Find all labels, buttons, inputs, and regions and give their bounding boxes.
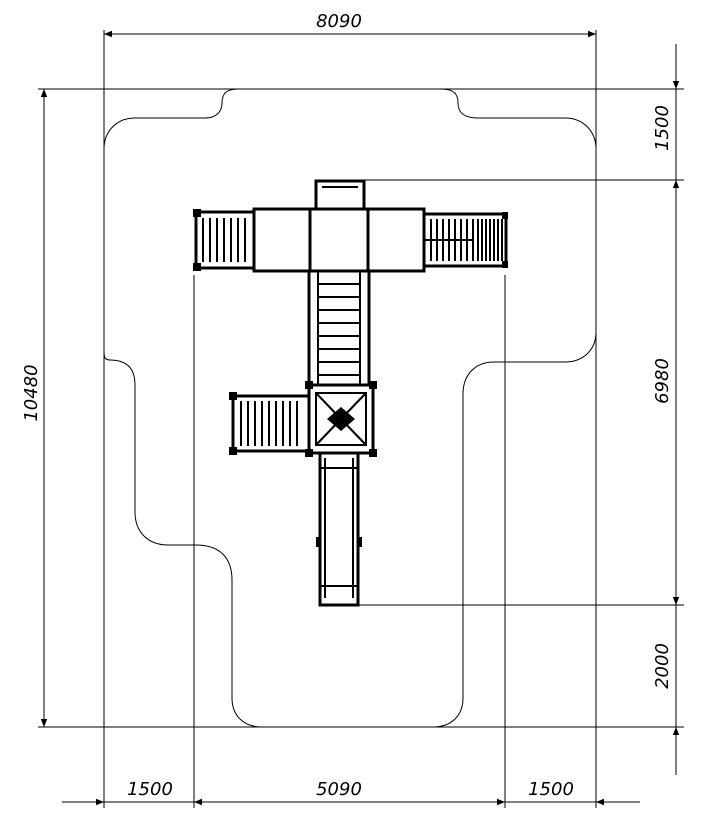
left-ladder bbox=[193, 209, 256, 271]
dim-label-left-margin: 1500 bbox=[127, 779, 173, 800]
safety-zone-outline bbox=[103, 88, 597, 728]
dim-label-top-margin: 1500 bbox=[652, 105, 673, 151]
dim-label-bottom-margin: 2000 bbox=[652, 643, 673, 689]
dim-label-overall-width: 8090 bbox=[316, 11, 362, 32]
dimension-overall-width: 8090 bbox=[104, 11, 596, 38]
lower-tower bbox=[305, 381, 377, 457]
dimension-overall-height: 10480 bbox=[21, 89, 48, 727]
slide bbox=[316, 451, 362, 607]
top-module bbox=[314, 179, 366, 211]
main-platform bbox=[252, 207, 426, 273]
dim-label-structure-width: 5090 bbox=[316, 779, 362, 800]
dim-label-right-margin: 1500 bbox=[528, 779, 574, 800]
central-bridge bbox=[307, 269, 371, 387]
dim-label-structure-length: 6980 bbox=[652, 358, 673, 404]
dimension-bottom-chain: 1500 5090 1500 bbox=[62, 779, 640, 806]
dim-label-overall-height: 10480 bbox=[21, 364, 42, 421]
lower-left-ladder bbox=[229, 392, 311, 455]
right-ramp bbox=[422, 212, 508, 268]
dimension-right-chain: 1500 6980 2000 bbox=[652, 44, 680, 775]
play-structure bbox=[193, 179, 508, 607]
